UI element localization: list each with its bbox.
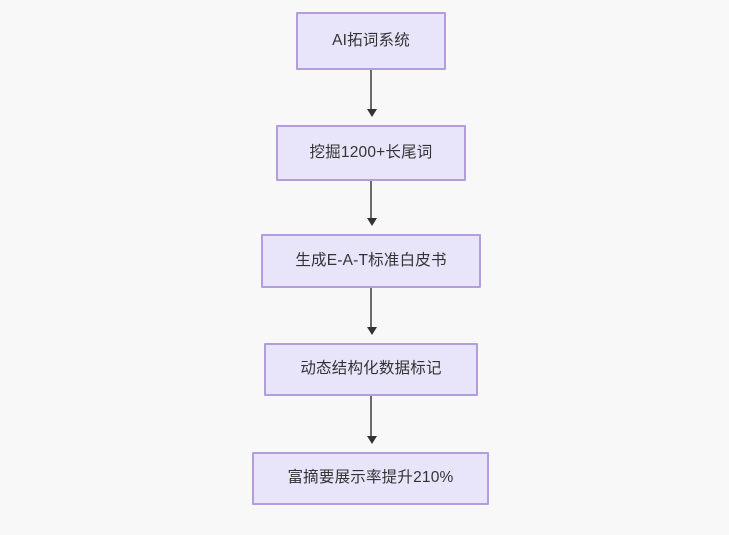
node-label: 动态结构化数据标记 [300,360,442,378]
flowchart-node-dynamic-structured-data-markup[interactable]: 动态结构化数据标记 [264,343,478,396]
arrowhead-icon [367,327,377,335]
flowchart-node-mine-longtail-keywords[interactable]: 挖掘1200+长尾词 [276,125,466,181]
node-label: 挖掘1200+长尾词 [309,143,433,161]
flowchart-node-rich-snippet-impression-uplift[interactable]: 富摘要展示率提升210% [252,452,489,505]
node-label: 生成E-A-T标准白皮书 [295,251,447,269]
node-label: 富摘要展示率提升210% [287,469,454,487]
edge-line [370,288,372,329]
arrowhead-icon [367,436,377,444]
arrowhead-icon [367,109,377,117]
edge-line [370,181,372,220]
node-label: AI拓词系统 [332,31,410,49]
edge-line [370,70,372,111]
flowchart-node-ai-keyword-system[interactable]: AI拓词系统 [296,12,446,70]
arrowhead-icon [367,218,377,226]
flowchart-node-generate-eat-whitepaper[interactable]: 生成E-A-T标准白皮书 [261,234,481,288]
edge-line [370,396,372,438]
